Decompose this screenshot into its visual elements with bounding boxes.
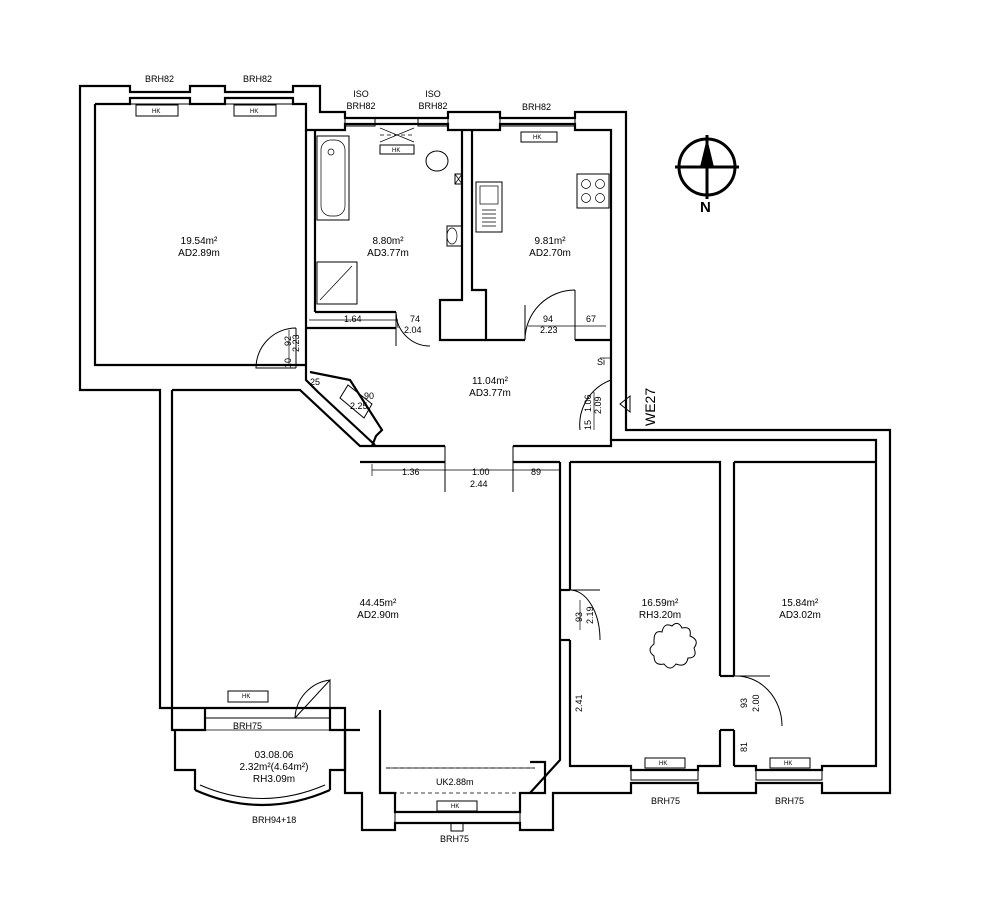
heater-label: HK <box>242 694 251 700</box>
heater-label: HK <box>451 804 460 810</box>
interior-walls <box>170 130 876 814</box>
room-area: 19.54m² <box>180 236 218 247</box>
bay-code: 03.08.06 <box>254 750 294 761</box>
north-arrow-icon <box>675 135 739 199</box>
dim-label: 67 <box>586 314 597 324</box>
heater-label: HK <box>250 109 259 115</box>
dim-label: 89 <box>531 467 542 477</box>
dim-label: 10 <box>283 357 293 368</box>
bay-label: 03.08.06 2.32m²(4.64m²) RH3.09m <box>240 750 309 786</box>
room-middle-label: 16.59m² RH3.20m <box>639 598 681 622</box>
dim-label: 1.00 <box>472 467 490 477</box>
dim-label: 25 <box>310 377 321 387</box>
heater-label: HK <box>152 109 161 115</box>
room-height: AD3.77m <box>469 388 511 399</box>
room-height: AD3.02m <box>779 610 821 621</box>
room-height: AD3.77m <box>367 248 409 259</box>
kitchen-fixtures <box>475 173 610 233</box>
dim-label: 81 <box>739 741 749 752</box>
dim-label: 2.04 <box>404 325 422 335</box>
window-label-bath-2: ISO BRH82 <box>418 89 448 111</box>
dim-label: 94 <box>543 314 554 324</box>
unit-label: WE27 <box>642 387 658 426</box>
north-label: N <box>700 199 711 216</box>
room-hall-label: 11.04m² AD3.77m <box>469 376 511 400</box>
room-living-label: 44.45m² AD2.90m <box>357 598 399 622</box>
dim-label: 74 <box>410 314 421 324</box>
ceiling-lamp-icon <box>649 622 697 669</box>
exterior-walls <box>78 84 892 832</box>
room-area: 44.45m² <box>359 598 397 609</box>
room-height: AD2.70m <box>529 248 571 259</box>
room-area: 8.80m² <box>372 236 404 247</box>
dim-label: 2.00 <box>751 694 761 712</box>
dim-label: 2.23 <box>540 325 558 335</box>
dim-label: 93 <box>739 697 749 708</box>
room-kitchen-label: 9.81m² AD2.70m <box>529 236 571 260</box>
heater-label: HK <box>392 148 401 154</box>
bay-area: 2.32m²(4.64m²) <box>239 762 309 773</box>
room-area: 9.81m² <box>534 236 566 247</box>
window-frames <box>129 97 823 832</box>
dim-label: 90 <box>364 391 375 401</box>
room-height: AD2.89m <box>178 248 220 259</box>
bath-fixtures <box>316 127 463 305</box>
room-area: 16.59m² <box>641 598 679 609</box>
window-label: BRH82 <box>522 102 552 112</box>
dim-label: 15 <box>583 419 593 430</box>
dimension-lines <box>205 311 612 794</box>
dim-label: 2.41 <box>574 694 584 712</box>
dim-label: Si <box>597 357 606 367</box>
room-height: AD2.90m <box>357 610 399 621</box>
dim-label: 1.64 <box>344 314 362 324</box>
dim-label: 2.19 <box>585 606 595 624</box>
room-bedroom-label: 19.54m² AD2.89m <box>178 236 220 260</box>
heater-label: HK <box>784 761 793 767</box>
dim-label: 1.36 <box>402 467 420 477</box>
window-label: BRH75 <box>233 721 263 731</box>
entrance-arrow-icon <box>619 394 631 414</box>
room-area: 15.84m² <box>781 598 819 609</box>
window-label-bath-1: ISO BRH82 <box>346 89 376 111</box>
window-label: BRH82 <box>243 74 273 84</box>
window-label: BRH82 <box>145 74 175 84</box>
dim-label: 2.23 <box>291 334 301 352</box>
window-label: BRH75 <box>651 796 681 806</box>
bay-height: RH3.09m <box>252 774 296 785</box>
dim-label: 2.25 <box>350 401 368 411</box>
heater-label: HK <box>659 761 668 767</box>
window-label: BRH75 <box>440 834 470 844</box>
window-label: BRH75 <box>775 796 805 806</box>
room-bath-label: 8.80m² AD3.77m <box>367 236 409 260</box>
heater-label: HK <box>533 135 542 141</box>
doors <box>255 289 783 727</box>
room-area: 11.04m² <box>472 376 508 387</box>
dim-label: 2.09 <box>593 396 603 414</box>
room-height: RH3.20m <box>638 610 682 621</box>
dim-label: 2.44 <box>470 479 488 489</box>
room-right-label: 15.84m² AD3.02m <box>779 598 821 622</box>
uk-label: UK2.88m <box>436 777 474 787</box>
radiators <box>135 104 811 812</box>
bay-window-label: BRH94+18 <box>252 815 297 825</box>
